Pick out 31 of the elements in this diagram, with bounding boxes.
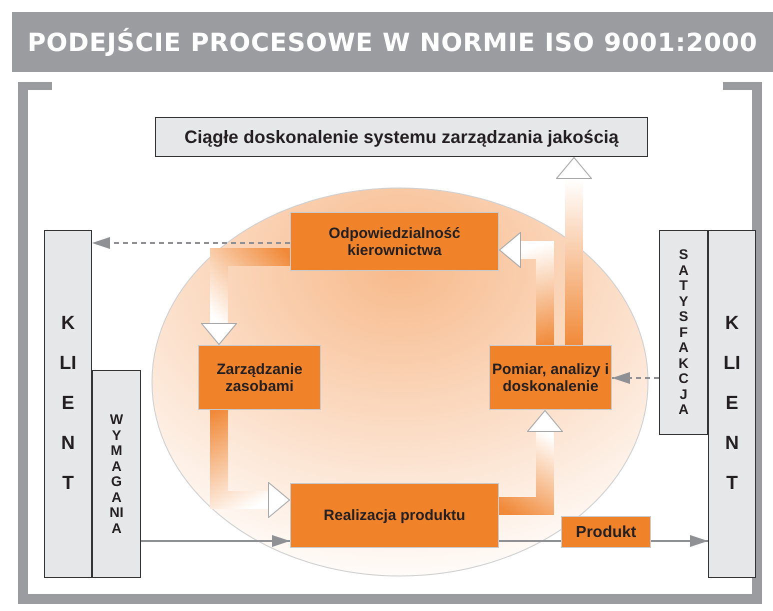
process-box — [290, 212, 499, 271]
box-label: Ciągłe doskonalenie systemu zarządzania jakością — [184, 126, 619, 148]
arrow — [141, 535, 290, 547]
vertical-label: WYMAGANIA — [110, 412, 124, 536]
vertical-label: KLIENT — [58, 312, 78, 496]
dashed-arrow — [612, 372, 659, 384]
connector-line — [499, 540, 561, 542]
process-box — [198, 345, 321, 410]
block-arrow — [499, 232, 554, 345]
box-label: Zarządzanie zasobami — [216, 360, 304, 394]
vertical-label: KLIENT — [722, 312, 742, 496]
client-bar — [708, 230, 756, 578]
client-bar — [44, 230, 92, 578]
box-label: Realizacja produktu — [324, 507, 466, 524]
process-box — [290, 483, 499, 548]
satisfaction-bar — [659, 230, 708, 435]
box-label: Produkt — [576, 524, 636, 540]
block-arrow — [556, 157, 592, 345]
box-label: Pomiar, analizy i doskonalenie — [491, 360, 610, 394]
heading-box — [155, 117, 648, 157]
block-arrow — [499, 410, 563, 515]
product-box — [561, 516, 651, 548]
block-arrow — [210, 410, 290, 518]
block-arrow — [201, 248, 290, 345]
arrow — [651, 535, 708, 547]
box-label: Odpowiedzialność kierownictwa — [328, 224, 462, 258]
vertical-label: SATYSFAKCJA — [677, 247, 690, 418]
title-banner: PODEJŚCIE PROCESOWE W NORMIE ISO 9001:2000 — [12, 12, 773, 72]
process-box — [489, 345, 612, 410]
requirements-bar — [92, 370, 141, 578]
dashed-arrow — [92, 237, 290, 249]
